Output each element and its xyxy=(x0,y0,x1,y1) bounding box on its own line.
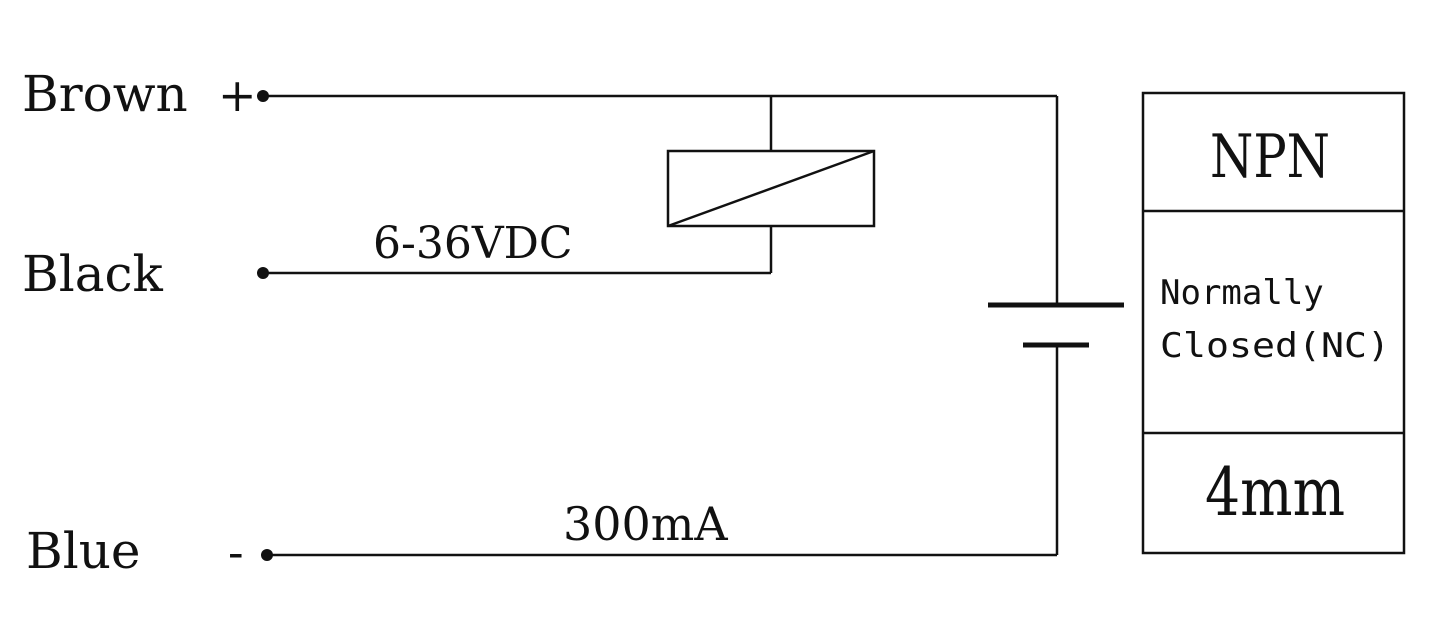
spec-table: NPN Normally Closed(NC) 4mm xyxy=(1141,91,1406,555)
load-coil-diagonal xyxy=(667,149,875,228)
output-mode-line1: Normally xyxy=(1160,273,1324,313)
output-mode-line2: Closed(NC) xyxy=(1160,326,1390,366)
blue-polarity-label: - xyxy=(228,525,244,579)
brown-polarity-label: + xyxy=(218,68,257,122)
sensor-type-value: NPN xyxy=(1210,122,1330,192)
blue-wire-label: Blue xyxy=(26,522,141,580)
brown-wire-label: Brown xyxy=(22,65,188,123)
voltage-label: 6-36VDC xyxy=(373,218,573,269)
current-label: 300mA xyxy=(563,497,728,551)
spec-table-border xyxy=(1141,91,1406,555)
sensing-distance-value: 4mm xyxy=(1205,454,1345,531)
black-wire-label: Black xyxy=(22,245,164,303)
